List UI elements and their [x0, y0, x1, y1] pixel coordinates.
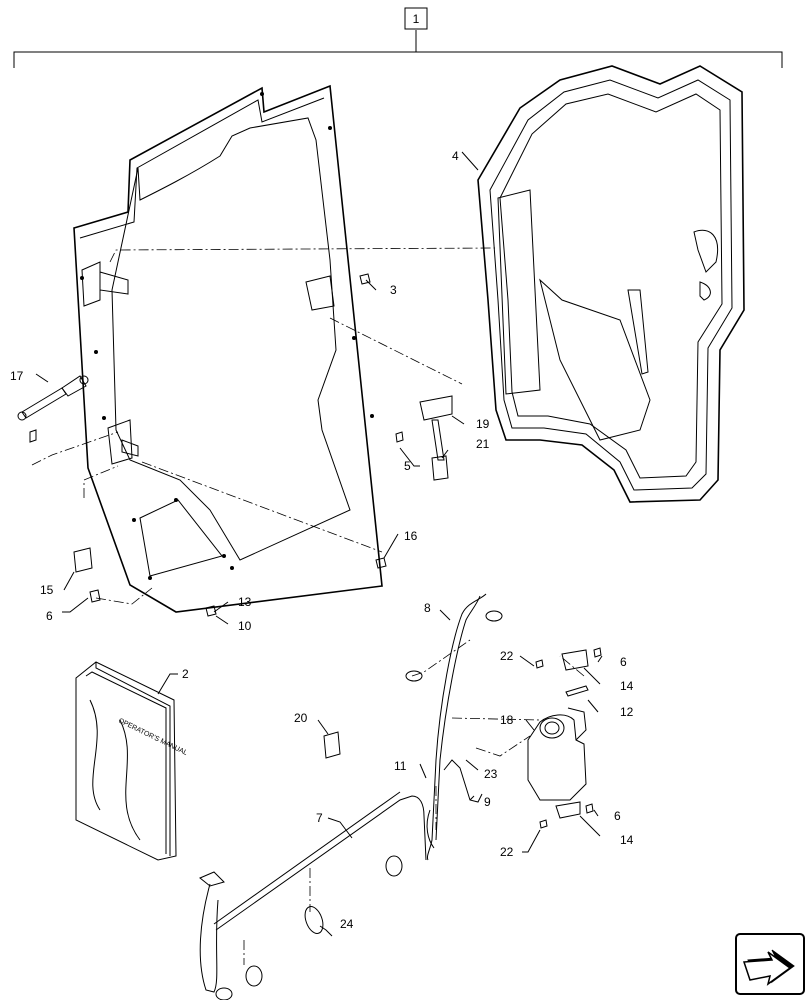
washer-tubing	[199, 593, 503, 1000]
callout-14-bottom: 14	[620, 833, 634, 847]
part-21-catch	[431, 419, 449, 481]
callout-9: 9	[484, 795, 491, 809]
callout-13: 13	[238, 595, 252, 609]
callout-5: 5	[404, 459, 411, 473]
callout-3: 3	[390, 283, 397, 297]
callout-7: 7	[316, 811, 323, 825]
callout-17: 17	[10, 369, 24, 383]
next-page-arrow-icon[interactable]	[735, 933, 805, 995]
callout-22-bottom: 22	[500, 845, 514, 859]
assembly-guides	[31, 247, 585, 965]
callout-15: 15	[40, 583, 54, 597]
part-14-bracket-bottom	[555, 801, 581, 819]
washer-reservoir	[527, 647, 602, 829]
callout-19: 19	[476, 417, 490, 431]
callout-12: 12	[620, 705, 634, 719]
assembly-number: 1	[413, 12, 420, 26]
part-3-screw	[359, 273, 371, 285]
callout-10: 10	[238, 619, 252, 633]
callout-16: 16	[404, 529, 418, 543]
callout-4: 4	[452, 149, 459, 163]
callout-6-left: 6	[46, 609, 53, 623]
callout-23: 23	[484, 767, 498, 781]
operator-manual: OPERATOR'S MANUAL	[75, 661, 188, 861]
part-16-screw	[375, 557, 387, 569]
callout-24: 24	[340, 917, 354, 931]
callout-labels: 4 3 17 19 21 5 16 15 13 6 10 8 22 6 2 14…	[10, 149, 634, 931]
callout-20: 20	[294, 711, 308, 725]
part-15-clip	[73, 547, 93, 573]
callout-8: 8	[424, 601, 431, 615]
leader-lines	[35, 151, 603, 937]
part-6-nut	[89, 589, 101, 603]
callout-18: 18	[500, 713, 514, 727]
callout-6-top: 6	[620, 655, 627, 669]
callout-11: 11	[394, 759, 407, 773]
callout-22-top: 22	[500, 649, 514, 663]
callout-14-top: 14	[620, 679, 634, 693]
part-14-bracket-top	[561, 649, 589, 671]
part-5-screw	[395, 431, 404, 443]
part-10-screw	[205, 605, 217, 617]
part-19-bracket	[419, 395, 453, 421]
callout-21: 21	[476, 437, 490, 451]
hardware-items	[73, 273, 453, 759]
gas-strut	[17, 375, 89, 443]
door-frame-glass	[73, 84, 383, 613]
part-12-clamp	[565, 685, 589, 697]
callout-2: 2	[182, 667, 189, 681]
callout-6-bottom: 6	[614, 809, 621, 823]
part-20-switch	[323, 731, 341, 759]
cab-door	[477, 65, 745, 503]
assembly-bracket: 1	[13, 7, 783, 68]
